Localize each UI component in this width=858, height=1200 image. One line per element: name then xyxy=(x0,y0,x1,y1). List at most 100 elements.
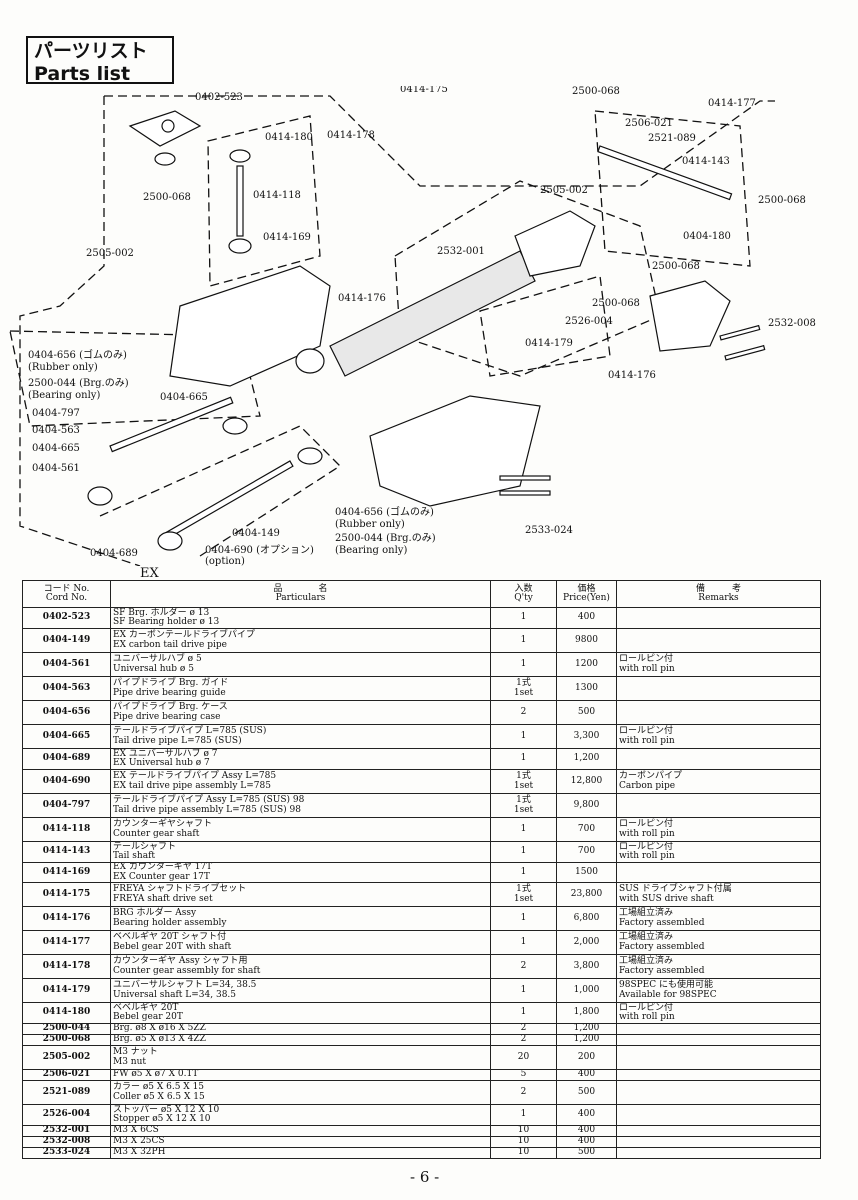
diagram-label: 0414-169 xyxy=(263,232,311,243)
diagram-label: 0414-176 xyxy=(338,293,386,304)
part-qty: 1 xyxy=(490,841,557,863)
part-price: 1,800 xyxy=(556,1002,617,1024)
part-remarks xyxy=(616,1045,821,1070)
diagram-label: 0404-689 xyxy=(90,548,138,559)
part-code: 2500-044 xyxy=(22,1023,111,1035)
part-price: 200 xyxy=(556,1045,617,1070)
diagram-label: (Rubber only) xyxy=(28,362,98,373)
part-remarks xyxy=(616,607,821,629)
part-code: 0414-177 xyxy=(22,930,111,955)
group-outline-0414-175 xyxy=(104,95,775,187)
part-code: 0404-689 xyxy=(22,748,111,770)
counter-gear-shaft xyxy=(236,165,244,237)
diagram-label: 0414-180 xyxy=(265,132,313,143)
universal-hub-lower xyxy=(157,531,183,551)
part-qty: 1 xyxy=(490,817,557,842)
diagram-label: 2500-068 xyxy=(758,195,806,206)
exploded-parts-diagram: 0402-523 0414-175 2500-068 0414-177 2506… xyxy=(9,86,816,566)
part-code: 0414-175 xyxy=(22,882,111,907)
diagram-label: 0404-656 (ゴムのみ) xyxy=(335,505,434,518)
part-qty: 1 xyxy=(490,1104,557,1126)
part-code: 2521-089 xyxy=(22,1080,111,1105)
diagram-label: 0404-797 xyxy=(32,408,80,419)
part-qty: 1 xyxy=(490,748,557,770)
part-price: 1,200 xyxy=(556,1034,617,1046)
diagram-label: 0404-563 xyxy=(32,425,80,436)
part-price: 2,000 xyxy=(556,930,617,955)
diagram-label: 0404-690 (オプション) xyxy=(205,544,314,556)
part-code: 0404-690 xyxy=(22,769,111,794)
part-qty: 2 xyxy=(490,954,557,979)
diagram-label: 2500-068 xyxy=(572,86,620,97)
group-outline-0414-177 xyxy=(594,110,751,267)
diagram-label: 2506-021 xyxy=(625,118,673,129)
part-code: 0414-176 xyxy=(22,906,111,931)
part-code: 0404-665 xyxy=(22,724,111,749)
part-price: 1300 xyxy=(556,676,617,701)
diagram-label: 2500-068 xyxy=(652,261,700,272)
part-price: 500 xyxy=(556,1080,617,1105)
part-remarks xyxy=(616,1069,821,1081)
bearing-case-lower xyxy=(297,447,323,465)
part-price: 400 xyxy=(556,1125,617,1137)
part-code: 0414-143 xyxy=(22,841,111,863)
bearing-case-upper xyxy=(222,417,248,435)
part-remarks xyxy=(616,1104,821,1126)
part-price: 1,200 xyxy=(556,748,617,770)
diagram-label: 0404-656 (ゴムのみ) xyxy=(28,348,127,361)
tail-boom xyxy=(329,250,536,377)
drive-gear xyxy=(295,348,325,374)
part-code: 2526-004 xyxy=(22,1104,111,1126)
diagram-label: 0404-561 xyxy=(32,463,80,474)
part-price: 6,800 xyxy=(556,906,617,931)
part-qty: 1 xyxy=(490,906,557,931)
part-qty: 2 xyxy=(490,700,557,725)
part-code: 0414-179 xyxy=(22,978,111,1003)
part-price: 400 xyxy=(556,1136,617,1148)
diagram-label: 2500-044 (Brg.のみ) xyxy=(335,533,436,544)
part-remarks xyxy=(616,1136,821,1148)
part-code: 0404-656 xyxy=(22,700,111,725)
part-particulars: M3 X 6CS xyxy=(110,1125,491,1137)
bevel-gear-top xyxy=(229,149,251,163)
bearing-small xyxy=(154,152,176,166)
part-code: 2505-002 xyxy=(22,1045,111,1070)
title-japanese: パーツリスト xyxy=(34,40,148,62)
part-price: 400 xyxy=(556,607,617,629)
part-remarks xyxy=(616,1080,821,1105)
part-price: 500 xyxy=(556,700,617,725)
part-code: 0414-178 xyxy=(22,954,111,979)
diagram-label: 0402-523 xyxy=(195,92,243,103)
diagram-label: (Bearing only) xyxy=(335,545,407,556)
diagram-label: 2500-068 xyxy=(143,192,191,203)
part-particulars: Brg. ø5 X ø13 X 4ZZ xyxy=(110,1034,491,1046)
